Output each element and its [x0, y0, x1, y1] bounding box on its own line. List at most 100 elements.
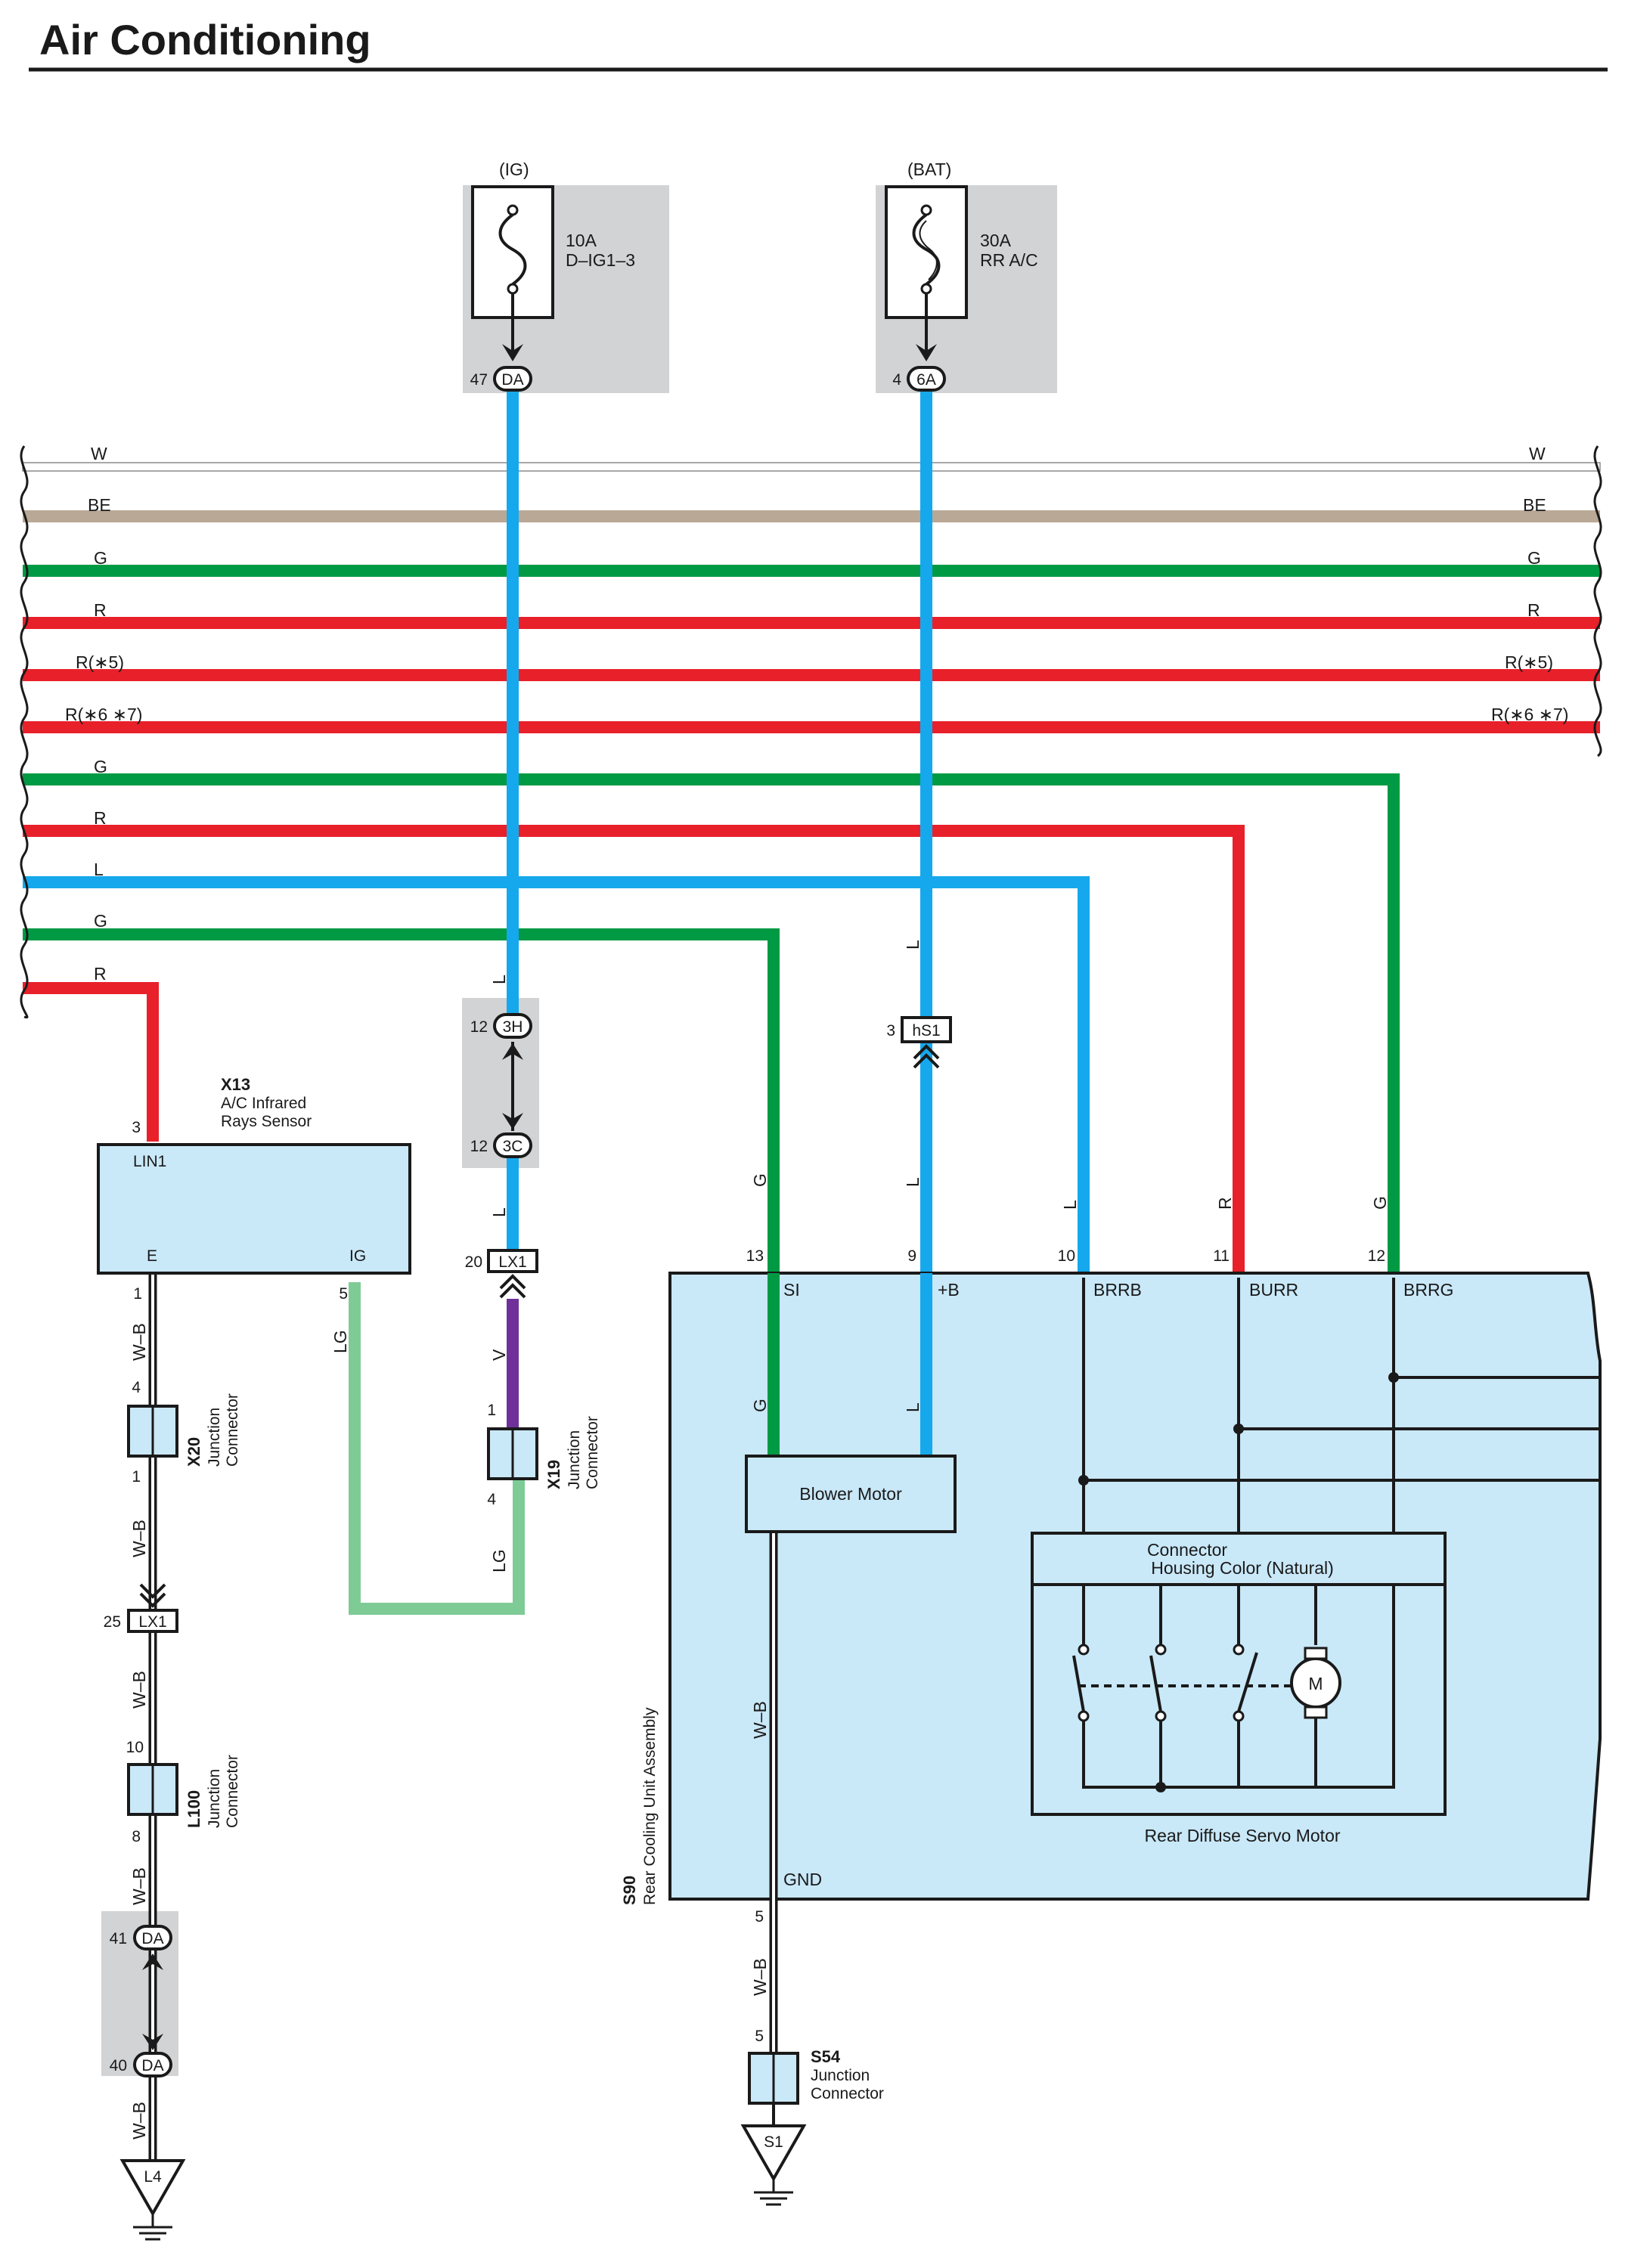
bat-fuse-terminal-bottom	[920, 283, 932, 295]
bus-label-r-right: R	[1527, 600, 1540, 620]
s90-pin-9: 9	[907, 1247, 916, 1265]
connector-da-41-pin: 41	[110, 1930, 127, 1947]
connector-lx1-left-pin: 25	[104, 1613, 121, 1631]
l100-name1: Junction	[206, 1769, 223, 1828]
wire-label-burr: R	[1215, 1197, 1235, 1210]
wire-g-si	[23, 928, 780, 1272]
connector-da-40-label: DA	[141, 2057, 163, 2074]
servo-switch-2-icon	[1149, 1644, 1167, 1722]
wire-r-burr	[23, 825, 1245, 1272]
x13-name2: Rays Sensor	[221, 1113, 312, 1130]
wire-label-wb4: W–B	[129, 1867, 149, 1905]
s90-pin-11: 11	[1213, 1247, 1230, 1265]
bat-fuse-icon	[912, 213, 941, 286]
wire-l-brrb	[23, 876, 1090, 1272]
wire-label-brrb: L	[1060, 1200, 1080, 1210]
wire-label-lg2: LG	[489, 1549, 509, 1572]
ig-fuse-icon	[498, 213, 527, 286]
x19-name2: Connector	[584, 1416, 601, 1489]
wire-label-v: V	[489, 1349, 509, 1361]
x13-pin-e: 1	[133, 1285, 142, 1303]
lx1-mid-chevron-icon	[499, 1274, 526, 1299]
inner-wire-label-l: L	[903, 1402, 923, 1412]
bus-label-l: L	[94, 860, 104, 879]
hs1-chevron-icon	[913, 1044, 940, 1069]
x20-code: X20	[185, 1437, 203, 1467]
bus-label-r3: R	[94, 964, 107, 984]
ground-l4-label: L4	[144, 2168, 162, 2186]
connector-housing-line1: Connector	[1147, 1540, 1227, 1560]
connector-3h-pin: 12	[470, 1018, 488, 1036]
connector-hs1-pin: 3	[886, 1022, 895, 1040]
s90-term-brrg: BRRG	[1403, 1280, 1453, 1300]
bus-label-g-right: G	[1527, 548, 1541, 568]
ig-fuse-terminal-top	[507, 204, 519, 216]
bus-label-g2: G	[94, 757, 107, 776]
x19-pin-bottom: 4	[487, 1491, 496, 1508]
wire-label-si: G	[750, 1173, 770, 1187]
bat-fuse-name: RR A/C	[980, 250, 1038, 270]
x13-name1: A/C Infrared	[221, 1095, 306, 1112]
bus-label-r5-right: R(∗5)	[1505, 652, 1553, 672]
connector-da-41-label: DA	[141, 1930, 163, 1947]
l100-code: L100	[185, 1790, 203, 1828]
wire-label-l-ig-lower: L	[489, 1207, 509, 1217]
s90-term-si: SI	[783, 1280, 800, 1300]
wire-label-l-bat-lower: L	[903, 1177, 923, 1187]
s90-code: S90	[620, 1876, 639, 1905]
x13-term-ig: IG	[349, 1247, 366, 1265]
servo-switch-1-icon	[1072, 1644, 1090, 1722]
wire-r-lin1	[23, 982, 159, 1142]
s90-pin-10: 10	[1058, 1247, 1075, 1265]
motor-brush-top	[1304, 1647, 1328, 1660]
bus-wire-w	[22, 462, 1601, 472]
s54-pin-top: 5	[755, 1908, 764, 1926]
s54-name2: Connector	[811, 2085, 884, 2102]
connector-3h-label: 3H	[503, 1018, 523, 1036]
connector-lx1-mid-pin: 20	[465, 1253, 482, 1271]
connector-lx1-left-label: LX1	[138, 1613, 166, 1631]
wire-label-wb2: W–B	[129, 1520, 149, 1557]
ground-l4-icon	[119, 2159, 186, 2217]
connector-housing-line2: Housing Color (Natural)	[1151, 1558, 1334, 1578]
ig-arrow-icon	[502, 344, 523, 361]
break-symbols	[20, 445, 1602, 1019]
connector-lx1-mid-label: LX1	[498, 1253, 526, 1271]
bat-connector-pin: 4	[892, 371, 901, 389]
page-title: Air Conditioning	[39, 16, 371, 64]
s54-name1: Junction	[811, 2067, 870, 2084]
bat-arrow-icon	[916, 344, 937, 361]
bat-fuse-amp: 30A	[980, 231, 1012, 250]
s90-term-b: +B	[938, 1280, 960, 1300]
connector-hs1	[901, 1016, 952, 1043]
wire-lg	[349, 1282, 525, 1615]
wire-g-brrg	[23, 773, 1400, 1272]
connector-lx1-left	[127, 1609, 178, 1633]
x20-pin-bottom: 1	[132, 1468, 141, 1486]
l100-name2: Connector	[224, 1755, 241, 1828]
motor-symbol: M	[1308, 1674, 1323, 1693]
x20-pin-top: 4	[132, 1379, 141, 1396]
servo-ground-junction	[1155, 1782, 1166, 1792]
wire-label-wb5: W–B	[129, 2102, 149, 2139]
wire-label-lg1: LG	[330, 1330, 350, 1353]
bus-label-w-right: W	[1529, 444, 1546, 463]
junction-dot-brrg	[1388, 1372, 1399, 1383]
l100-pin-bottom: 8	[132, 1828, 141, 1845]
connector-da-40-pin: 40	[110, 2057, 127, 2074]
ig-connector-label: DA	[501, 371, 523, 389]
s90-pin-12: 12	[1368, 1247, 1385, 1265]
da-41-arrow-icon	[142, 1954, 163, 1970]
connector-3h-arrow-icon	[502, 1043, 523, 1060]
wire-label-wb3: W–B	[129, 1671, 149, 1709]
bus-label-be-left: BE	[88, 495, 111, 515]
bus-label-r5-left: R(∗5)	[76, 652, 124, 672]
wire-label-l-ig: L	[489, 974, 509, 984]
x13-code: X13	[221, 1075, 250, 1094]
servo-motor-label: Rear Diffuse Servo Motor	[1144, 1826, 1340, 1845]
connector-3c	[493, 1132, 532, 1158]
wire-label-wb1: W–B	[129, 1323, 149, 1361]
ig-connector-pin: 47	[470, 371, 488, 389]
